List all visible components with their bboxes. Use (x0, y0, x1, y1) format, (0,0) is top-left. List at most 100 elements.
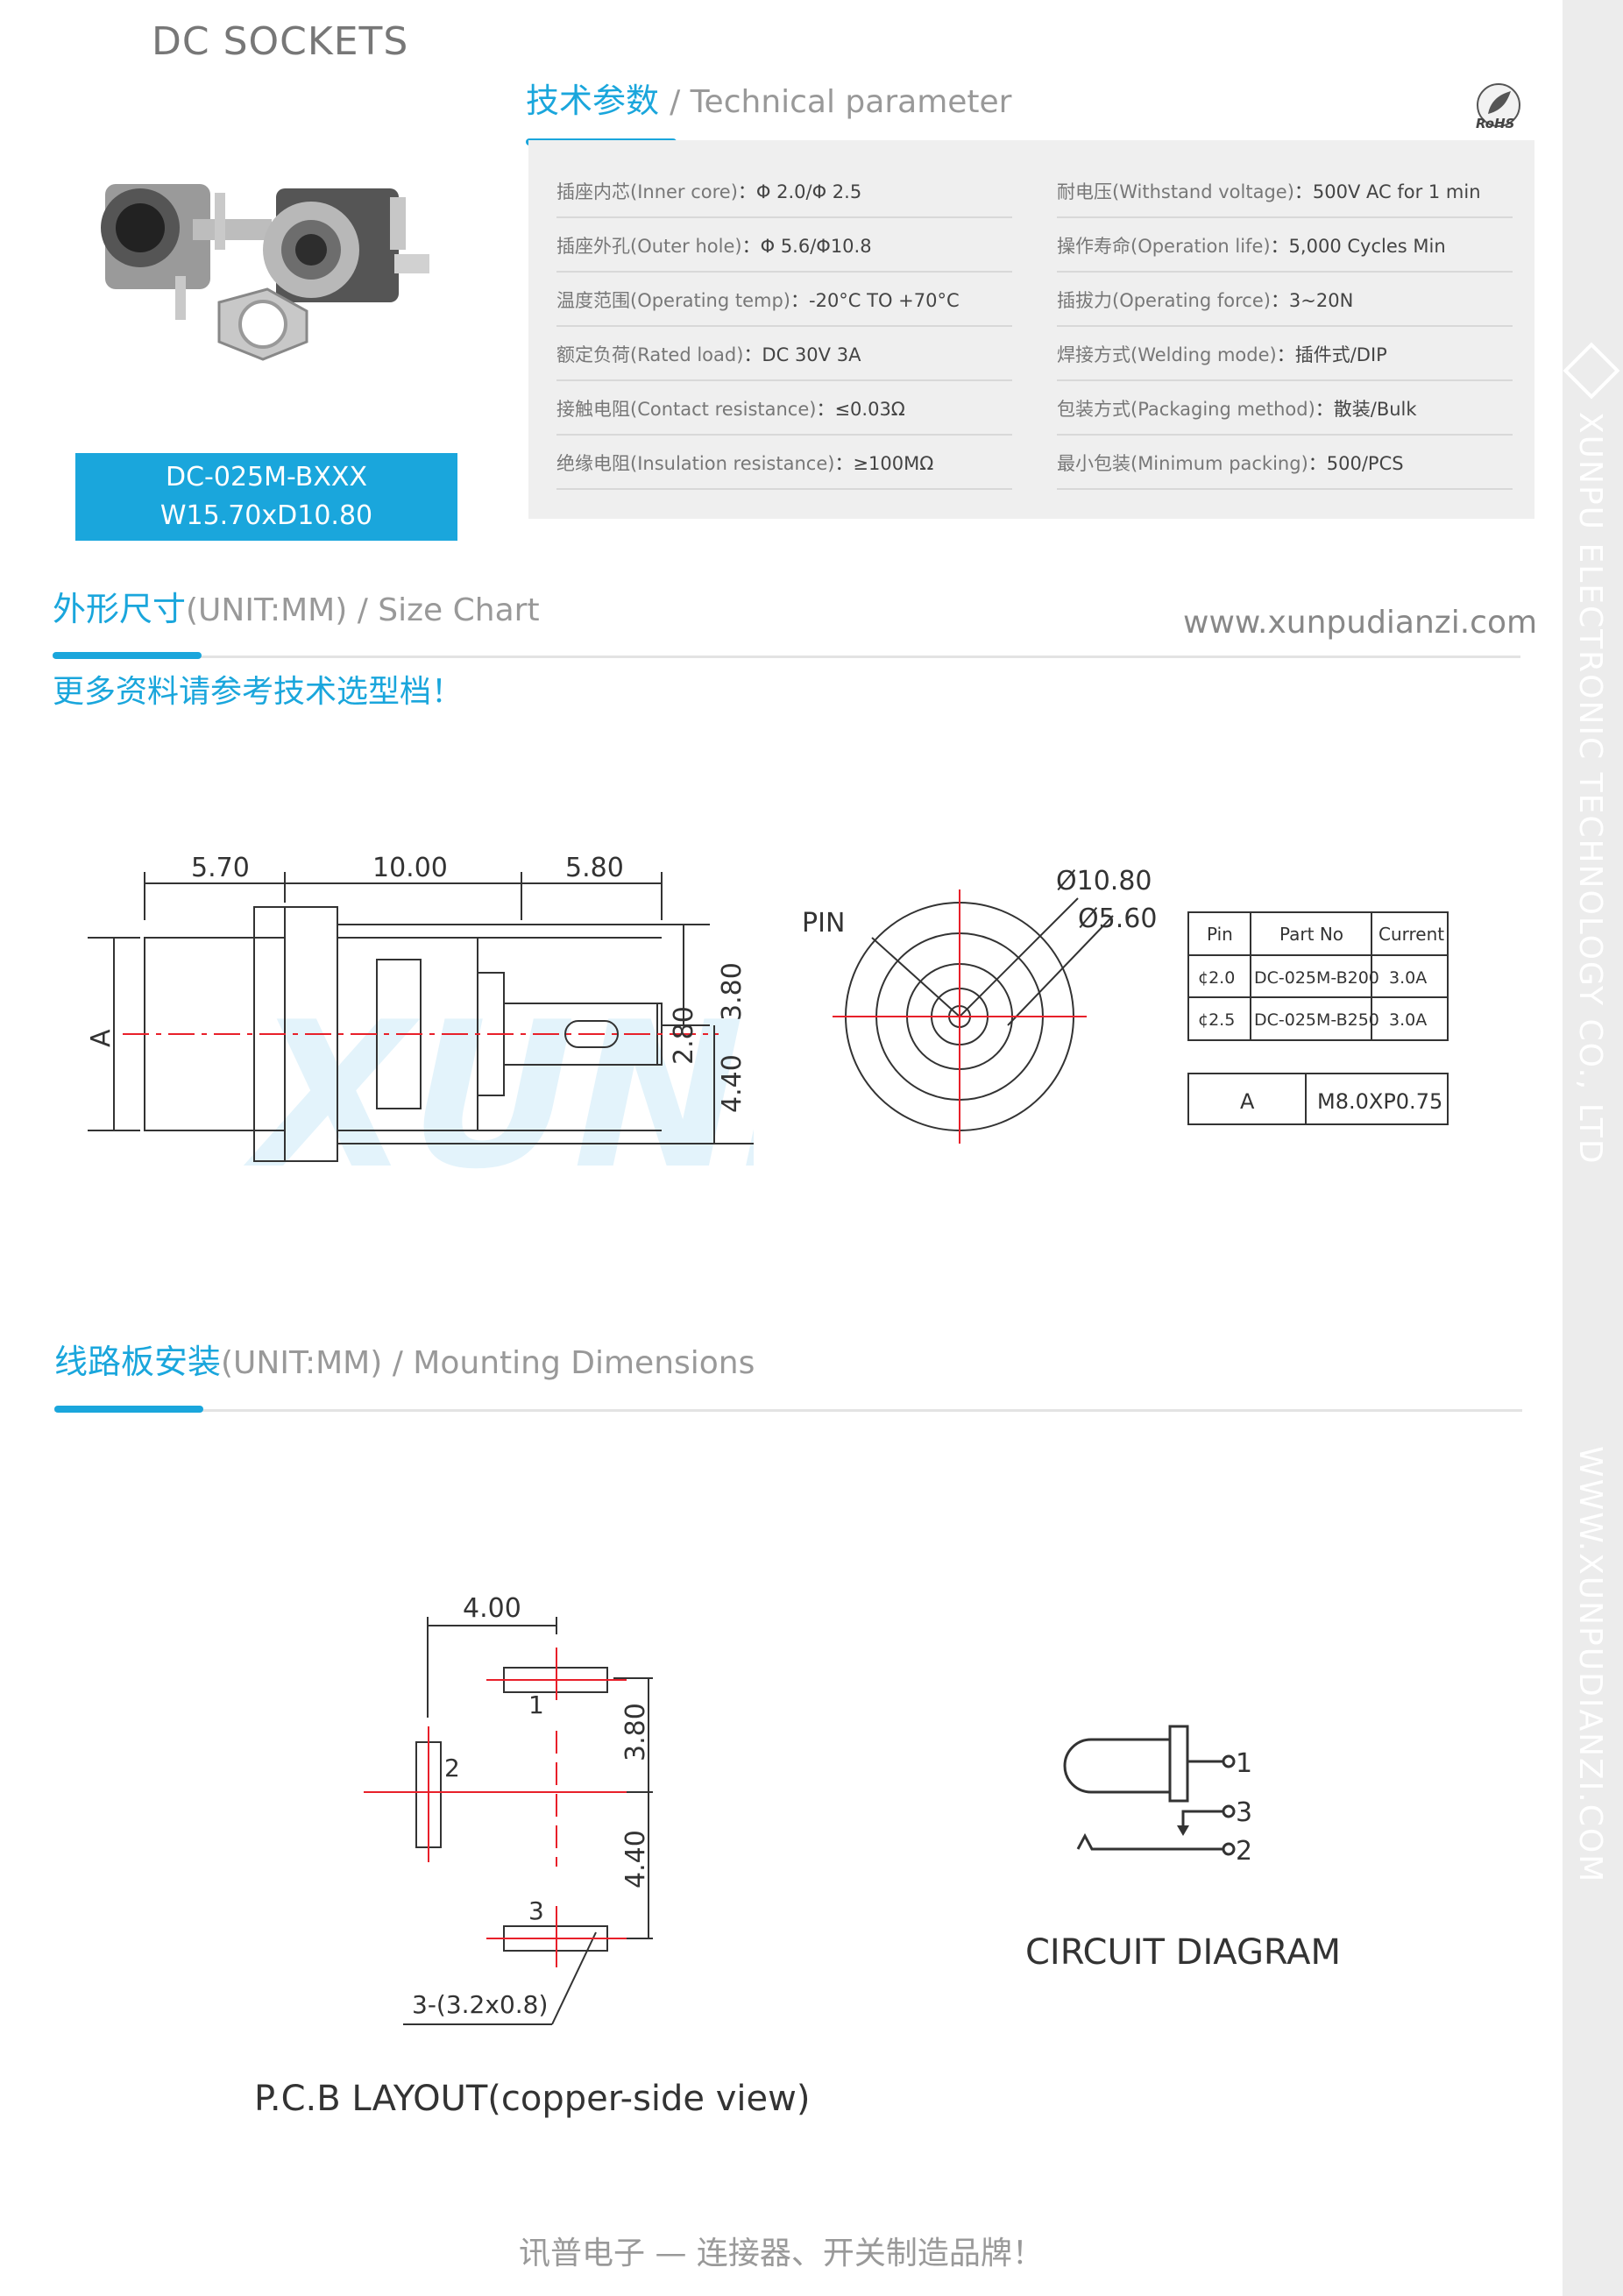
rohs-label: RoHS (1476, 116, 1515, 131)
param-value: ：≥100MΩ (834, 453, 934, 474)
param-row: 额定负荷(Rated load)：DC 30V 3A (556, 341, 1012, 381)
pin-label: PIN (802, 908, 845, 939)
pin-table-header: Pin (1207, 924, 1233, 945)
outer-diameter-label: Ø10.80 (1056, 866, 1152, 896)
pin-table-cell: 3.0A (1389, 1010, 1427, 1030)
param-value: ：DC 30V 3A (743, 344, 861, 365)
param-row: 焊接方式(Welding mode)：插件式/DIP (1057, 341, 1513, 381)
mounting-rule (54, 1409, 1522, 1412)
model-label: DC-025M-BXXX W15.70xD10.80 (75, 453, 457, 541)
param-value: ：散装/Bulk (1315, 399, 1417, 420)
pcb-dim-width: 4.00 (463, 1593, 521, 1624)
socket-left-image (101, 184, 272, 320)
size-chart-title-cn: 外形尺寸 (53, 590, 187, 628)
size-chart-note: 更多资料请参考技术选型档！ (53, 674, 464, 710)
pin-table-header: Part No (1279, 924, 1343, 945)
size-chart-rule-accent (53, 652, 202, 659)
website-link[interactable]: www.xunpudianzi.com (1183, 605, 1538, 641)
pin-table-cell: 3.0A (1389, 968, 1427, 988)
param-row: 温度范围(Operating temp)：-20°C TO +70°C (556, 287, 1012, 327)
param-key: 插座外孔(Outer hole) (556, 236, 742, 257)
pcb-pin-label: 1 (528, 1690, 544, 1719)
param-key: 包装方式(Packaging method) (1057, 399, 1315, 420)
pin-table-header: Current (1378, 924, 1444, 945)
pin-table-cell: ¢2.5 (1198, 1010, 1235, 1030)
param-value: ：5,000 Cycles Min (1270, 236, 1446, 257)
mounting-title-en: (UNIT:MM) / Mounting Dimensions (221, 1345, 755, 1381)
dim-a-label: A (88, 1029, 117, 1047)
mounting-rule-accent (54, 1406, 203, 1413)
pcb-pad-note: 3-(3.2x0.8) (412, 1990, 548, 2019)
thread-label: A (1240, 1089, 1255, 1114)
circuit-pin-label: 2 (1236, 1836, 1252, 1867)
size-chart-title: 外形尺寸(UNIT:MM) / Size Chart (53, 582, 540, 630)
pcb-pin-label: 2 (444, 1754, 460, 1782)
socket-right-image (263, 188, 429, 302)
dim-right-3: 4.40 (717, 1054, 748, 1113)
param-row: 插座内芯(Inner core)：Φ 2.0/Φ 2.5 (556, 178, 1012, 218)
param-value: ：3~20N (1270, 290, 1354, 311)
size-chart-rule (53, 655, 1520, 658)
dim-right-1: 3.80 (717, 962, 748, 1021)
inner-diameter-label: Ø5.60 (1078, 904, 1157, 934)
mounting-title-cn: 线路板安装 (54, 1343, 222, 1381)
circuit-caption: CIRCUIT DIAGRAM (1025, 1932, 1341, 1973)
param-row: 操作寿命(Operation life)：5,000 Cycles Min (1057, 232, 1513, 273)
model-size: W15.70xD10.80 (159, 500, 373, 531)
param-value: ：-20°C TO +70°C (790, 290, 960, 311)
param-key: 最小包装(Minimum packing) (1057, 453, 1308, 474)
param-row: 包装方式(Packaging method)：散装/Bulk (1057, 395, 1513, 436)
front-view-drawing: PIN Ø10.80 Ø5.60 (802, 866, 1157, 1144)
mounting-title: 线路板安装(UNIT:MM) / Mounting Dimensions (54, 1335, 755, 1383)
param-row: 最小包装(Minimum packing)：500/PCS (1057, 450, 1513, 490)
dim-top-2: 10.00 (372, 853, 448, 883)
pin-table-cell: DC-025M-B200 (1254, 968, 1379, 988)
param-row: 插座外孔(Outer hole)：Φ 5.6/Φ10.8 (556, 232, 1012, 273)
param-value: ：插件式/DIP (1276, 344, 1387, 365)
dim-top-1: 5.70 (191, 853, 250, 883)
pcb-pin-label: 3 (528, 1896, 544, 1925)
tech-title: 技术参数 / Technical parameter (526, 74, 1011, 122)
pin-table: Pin Part No Current ¢2.0 DC-025M-B200 3.… (1187, 911, 1449, 1125)
size-chart-title-en: (UNIT:MM) / Size Chart (186, 592, 540, 628)
side-web: WWW.XUNPUDIANZI.COM (1572, 1446, 1608, 1884)
pcb-layout-drawing: 4.00 3.80 4.40 1 2 3 3-(3.2x0.8) (364, 1593, 653, 2025)
param-value: ：500/PCS (1308, 453, 1404, 474)
tech-title-cn: 技术参数 (526, 81, 660, 120)
param-row: 绝缘电阻(Insulation resistance)：≥100MΩ (556, 450, 1012, 490)
circuit-pin-label: 3 (1236, 1797, 1252, 1828)
footer-slogan: 讯普电子 — 连接器、开关制造品牌！ (519, 2236, 1044, 2271)
circuit-pin-label: 1 (1236, 1748, 1252, 1779)
side-view-drawing: XUNPU 5.70 10.00 5.80 A 3.80 2.80 4.4 (88, 853, 754, 1213)
dim-top-3: 5.80 (565, 853, 624, 883)
side-company: XUNPU ELECTRONIC TECHNOLOGY CO., LTD (1572, 412, 1608, 1166)
param-key: 绝缘电阻(Insulation resistance) (556, 453, 835, 474)
hex-nut-image (217, 287, 308, 361)
pcb-caption: P.C.B LAYOUT(copper-side view) (254, 2079, 811, 2119)
tech-title-en: / Technical parameter (670, 84, 1012, 120)
side-band (1563, 0, 1623, 2296)
circuit-diagram: 1 3 2 (1063, 1725, 1252, 1867)
param-key: 接触电阻(Contact resistance) (556, 399, 817, 420)
dim-right-2: 2.80 (669, 1006, 699, 1065)
param-key: 插拔力(Operating force) (1057, 290, 1271, 311)
param-key: 操作寿命(Operation life) (1057, 236, 1271, 257)
thread-value: M8.0XP0.75 (1317, 1089, 1442, 1114)
pin-table-cell: DC-025M-B250 (1254, 1010, 1379, 1030)
param-key: 温度范围(Operating temp) (556, 290, 790, 311)
param-value: ：Φ 2.0/Φ 2.5 (737, 181, 862, 202)
pcb-dim-right-2: 4.40 (620, 1830, 651, 1889)
param-row: 接触电阻(Contact resistance)：≤0.03Ω (556, 395, 1012, 436)
param-row: 插拔力(Operating force)：3~20N (1057, 287, 1513, 327)
param-value: ：Φ 5.6/Φ10.8 (741, 236, 872, 257)
model-number: DC-025M-BXXX (165, 462, 367, 493)
param-key: 插座内芯(Inner core) (556, 181, 738, 202)
param-row: 耐电压(Withstand voltage)：500V AC for 1 min (1057, 178, 1513, 218)
param-key: 额定负荷(Rated load) (556, 344, 744, 365)
param-value: ：500V AC for 1 min (1293, 181, 1481, 202)
rohs-icon: RoHS (1469, 79, 1528, 138)
product-photo (101, 184, 429, 361)
page-title: DC SOCKETS (152, 19, 409, 64)
param-key: 焊接方式(Welding mode) (1057, 344, 1277, 365)
param-box: 插座内芯(Inner core)：Φ 2.0/Φ 2.5 插座外孔(Outer … (528, 140, 1534, 519)
